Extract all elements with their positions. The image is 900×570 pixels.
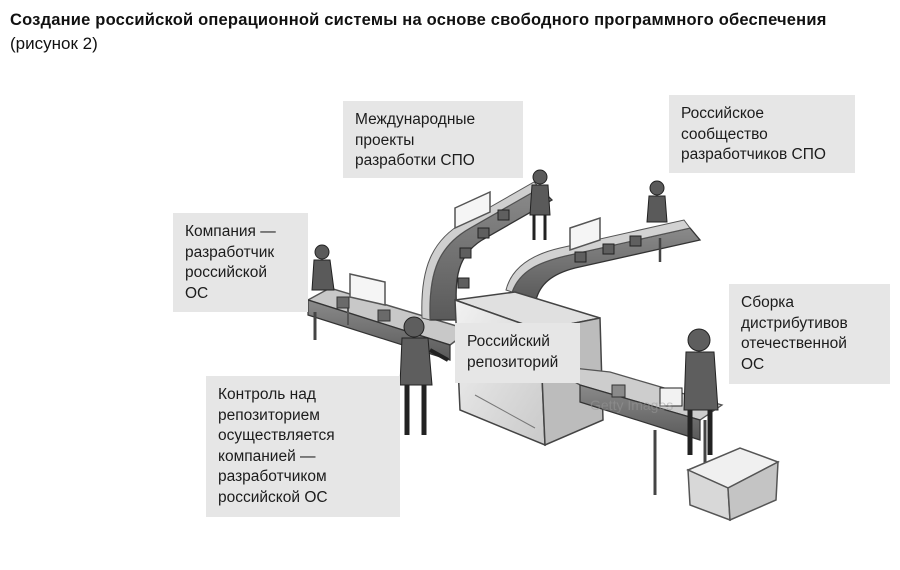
page-title: Создание российской операционной системы… (10, 8, 880, 56)
worker-controller (399, 316, 449, 435)
callout-repository: Российский репозиторий (455, 323, 580, 383)
callout-assembly: Сборка дистрибутивов отечественной ОС (729, 284, 890, 384)
worker-assembly (659, 328, 719, 455)
callout-intl-projects: Международные проекты разработки СПО (343, 101, 523, 178)
worker-top-middle (529, 169, 551, 240)
callout-control: Контроль над репозиторием осуществляется… (206, 376, 400, 517)
output-crate (686, 447, 780, 522)
worker-top-right (646, 180, 668, 223)
title-main: Создание российской операционной системы… (10, 11, 827, 29)
watermark-text: Getty Images (590, 397, 673, 413)
worker-left (311, 244, 335, 291)
title-suffix: (рисунок 2) (10, 34, 98, 53)
callout-community: Российское сообщество разработчиков СПО (669, 95, 855, 173)
callout-company: Компания — разработчик российской ОС (173, 213, 308, 312)
right-conveyor (505, 216, 702, 301)
